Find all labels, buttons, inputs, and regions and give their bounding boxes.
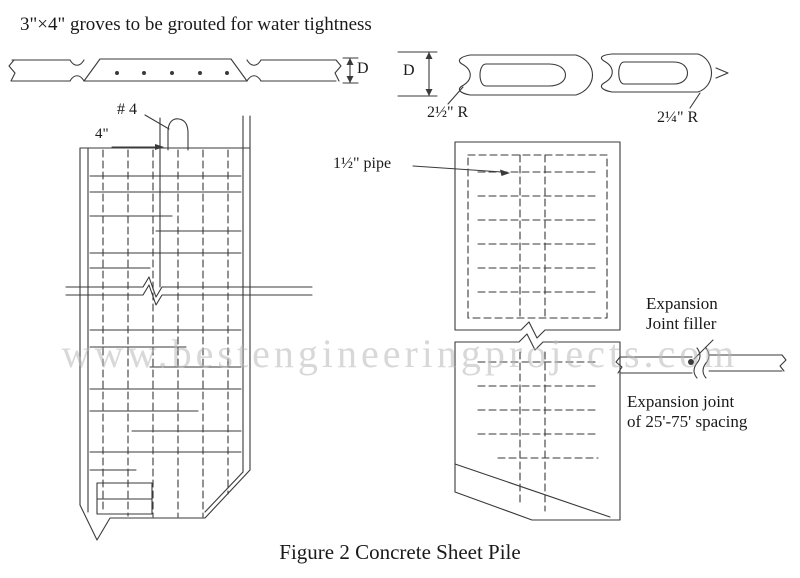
expansion-spacing-label-line2: of 25'-75' spacing: [627, 412, 748, 431]
top-left-section-drawing: [8, 57, 359, 84]
expansion-filler-label-line1: Expansion: [646, 294, 718, 313]
expansion-joint-drawing: [615, 339, 787, 379]
pipe-label: 1½" pipe: [333, 155, 392, 172]
plan-view-drawing: [412, 141, 621, 521]
top-right-joint-drawing: [397, 51, 729, 109]
expansion-filler-label-line2: Joint filler: [646, 314, 717, 333]
figure-caption: Figure 2 Concrete Sheet Pile: [279, 540, 521, 564]
expansion-spacing-label-line1: Expansion joint: [627, 392, 735, 411]
edge-dimension-label: 4": [95, 126, 109, 142]
tongue-radius-label: 2¼" R: [657, 109, 699, 126]
depth-dim-label-left: D: [357, 60, 369, 77]
groove-radius-label: 2½" R: [427, 104, 469, 121]
rebar-size-label: # 4: [117, 101, 137, 118]
depth-dim-label-right: D: [403, 62, 415, 79]
grooves-note: 3"×4" groves to be grouted for water tig…: [20, 14, 372, 35]
elevation-drawing: [65, 114, 313, 541]
